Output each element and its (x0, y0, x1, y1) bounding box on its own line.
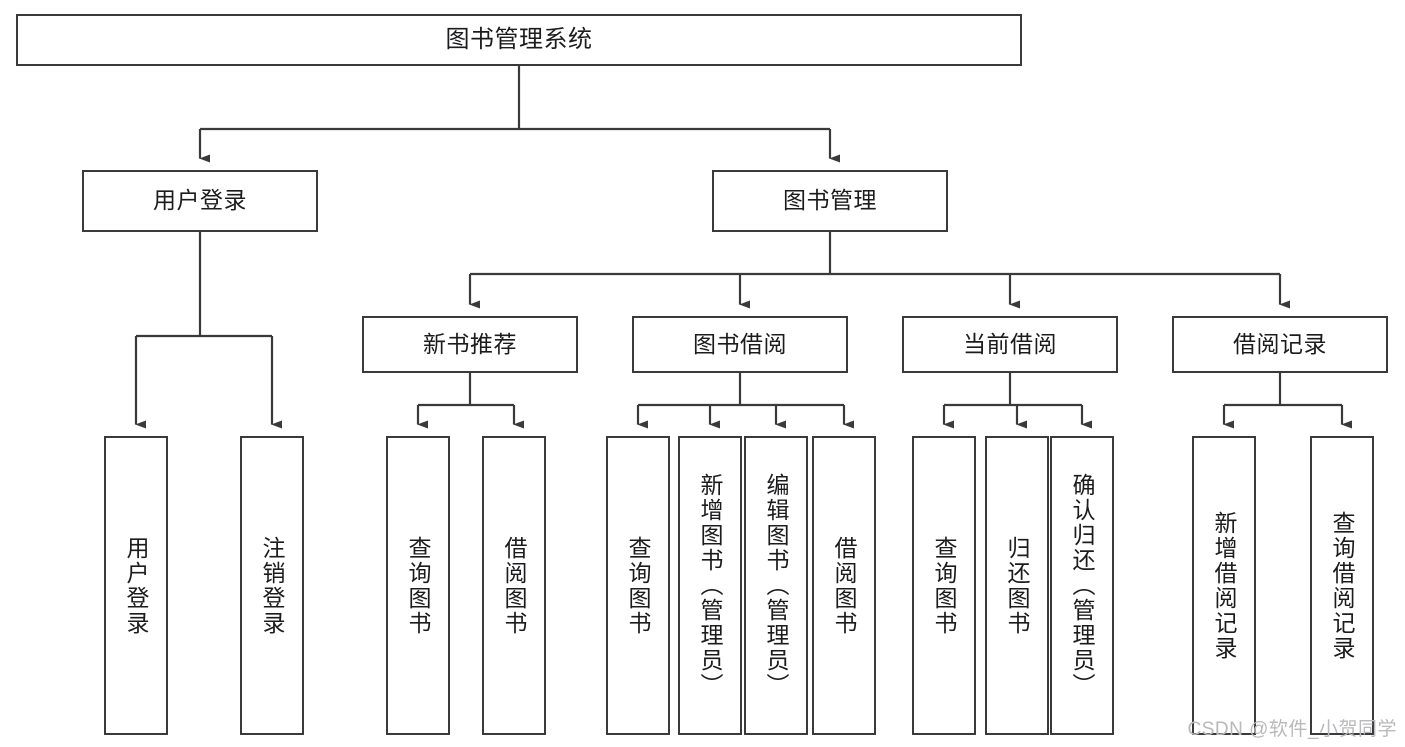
node-borrow-record[interactable]: 借阅记录 (1172, 316, 1388, 373)
node-new-book-recommend[interactable]: 新书推荐 (362, 316, 578, 373)
node-leaf-confirm-return-admin[interactable]: 确认归还（管理员） (1050, 436, 1114, 735)
node-user-login[interactable]: 用户登录 (82, 170, 318, 232)
node-leaf-query-borrow-record[interactable]: 查询借阅记录 (1310, 436, 1374, 735)
node-leaf-query-book-2[interactable]: 查询图书 (606, 436, 670, 735)
node-leaf-add-book-admin[interactable]: 新增图书（管理员） (678, 436, 742, 735)
node-leaf-return-book[interactable]: 归还图书 (985, 436, 1049, 735)
node-leaf-query-book-3[interactable]: 查询图书 (912, 436, 976, 735)
node-leaf-user-logout[interactable]: 注销登录 (240, 436, 304, 735)
node-leaf-edit-book-admin[interactable]: 编辑图书（管理员） (744, 436, 808, 735)
node-book-borrow[interactable]: 图书借阅 (632, 316, 848, 373)
node-leaf-user-login[interactable]: 用户登录 (104, 436, 168, 735)
node-leaf-query-book-1[interactable]: 查询图书 (386, 436, 450, 735)
node-current-borrow[interactable]: 当前借阅 (902, 316, 1118, 373)
node-book-manage[interactable]: 图书管理 (712, 170, 948, 232)
node-leaf-borrow-book-1[interactable]: 借阅图书 (482, 436, 546, 735)
node-root[interactable]: 图书管理系统 (16, 14, 1022, 66)
node-leaf-borrow-book-2[interactable]: 借阅图书 (812, 436, 876, 735)
node-leaf-add-borrow-record[interactable]: 新增借阅记录 (1192, 436, 1256, 735)
